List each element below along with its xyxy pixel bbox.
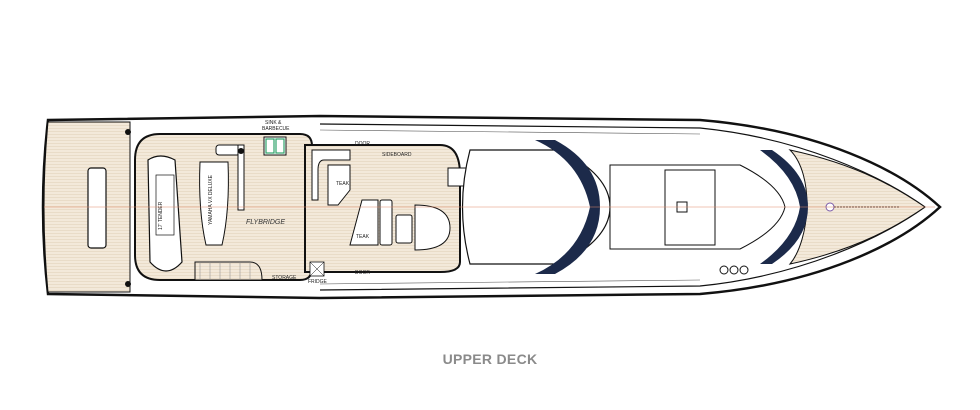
- skylight: [664, 169, 716, 246]
- door-top-label: DOOR: [355, 141, 370, 147]
- table-2: [349, 199, 379, 246]
- stairs: [194, 261, 263, 281]
- sideboard-label: SIDEBOARD: [382, 152, 412, 158]
- sofa: [311, 149, 351, 201]
- stern-hatch: [87, 167, 107, 249]
- sink-label-2: BARBECUE: [262, 126, 290, 132]
- door-bottom-label: DOOR: [355, 270, 370, 276]
- jetski: [199, 161, 229, 246]
- sink-label-1: SINK &: [265, 120, 282, 126]
- teak-label-1: TEAK: [336, 181, 350, 187]
- sink-barbecue: [263, 136, 287, 156]
- helm-seat: [379, 199, 393, 246]
- tender: [147, 155, 183, 272]
- storage-label: STORAGE: [272, 275, 297, 281]
- windscreen-aft: [535, 140, 600, 274]
- crane: [215, 144, 241, 156]
- winches: [719, 265, 749, 275]
- helm-console: [414, 204, 451, 251]
- windscreen-fwd: [760, 150, 808, 264]
- helm-chair: [395, 214, 413, 244]
- table-1: [327, 164, 351, 206]
- teak-label-2: TEAK: [356, 234, 370, 240]
- fridge-label: FRIDGE: [308, 279, 328, 285]
- flybridge-label: FLYBRIDGE: [246, 219, 285, 226]
- tender-label: 17' TENDER: [158, 201, 164, 230]
- jetski-label: YAMAHA VX DELUXE: [208, 174, 214, 225]
- deck-caption: UPPER DECK: [442, 351, 538, 367]
